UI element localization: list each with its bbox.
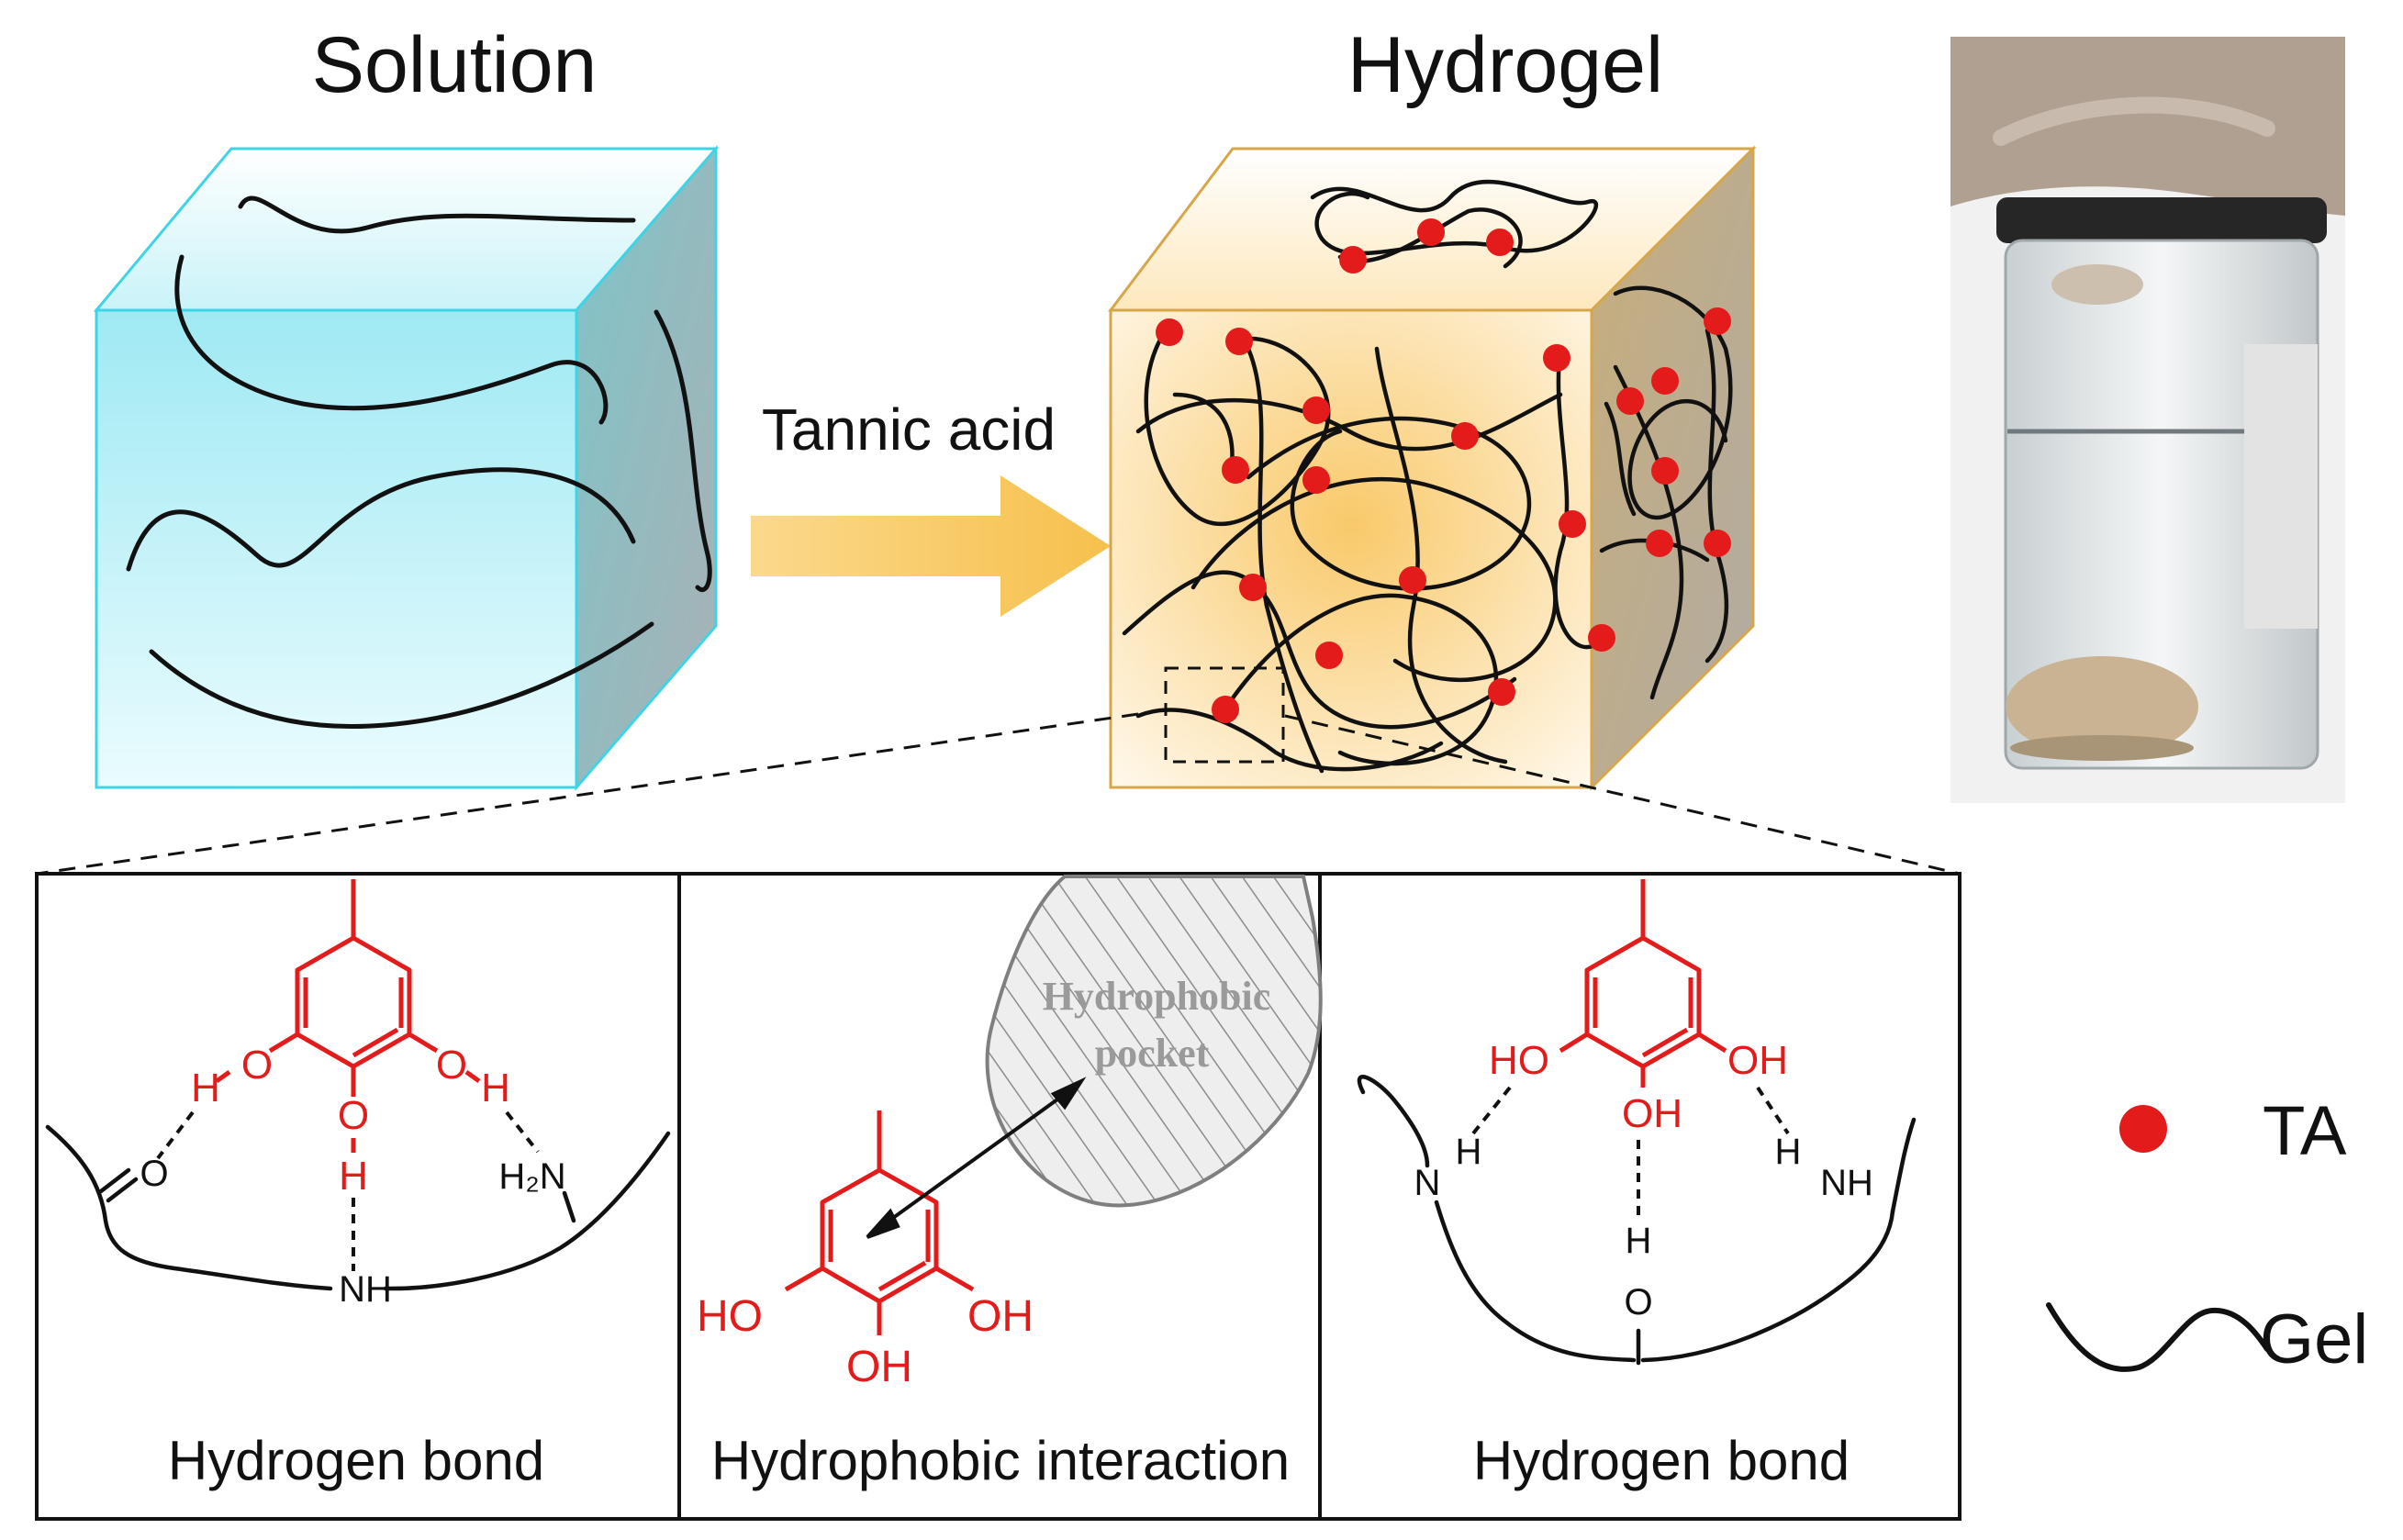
tannic-acid-label: Tannic acid	[762, 396, 1056, 463]
right-ta-ring	[1559, 879, 1727, 1088]
vial-photo-label	[2244, 344, 2318, 629]
right-oh-mid: OH	[1622, 1091, 1682, 1136]
middle-oh-bottom: OH	[846, 1343, 912, 1391]
right-h-left: H	[1456, 1132, 1482, 1172]
middle-ho: HO	[697, 1292, 763, 1341]
interaction-panels	[35, 872, 1962, 1521]
left-h2: H	[481, 1066, 510, 1110]
pocket-label-line1: Hydrophobic	[1043, 974, 1271, 1019]
solution-cube	[93, 144, 720, 792]
panel-middle-hydrophobic: Hydrophobic pocket HO OH OH Hydrophobic …	[697, 875, 1323, 1491]
legend-ta-label: TA	[2263, 1092, 2347, 1170]
vial-photo-cap	[1996, 197, 2327, 243]
solution-title: Solution	[312, 21, 598, 109]
hydrogel-title: Hydrogel	[1347, 21, 1663, 109]
zoom-selection-box	[1164, 666, 1285, 764]
right-ho: HO	[1489, 1038, 1549, 1083]
left-h3: H	[339, 1154, 368, 1199]
right-caption: Hydrogen bond	[1473, 1430, 1850, 1491]
left-o1: O	[241, 1043, 273, 1088]
left-o2: O	[436, 1043, 467, 1088]
left-caption: Hydrogen bond	[168, 1430, 544, 1491]
panel-right-hydrogen-bond: HO OH OH N H H NH H O Hydrogen bond	[1357, 879, 1917, 1491]
middle-ta-ring	[784, 1110, 975, 1335]
interaction-arrow	[866, 1077, 1087, 1239]
left-h1: H	[191, 1066, 220, 1110]
pocket-label-line2: pocket	[1095, 1031, 1210, 1076]
vial-photo	[1950, 37, 2345, 803]
right-hbond-dashes	[1471, 1086, 1790, 1221]
vial-photo-finger	[1950, 37, 2345, 216]
right-h-right: H	[1775, 1132, 1802, 1172]
solution-cube-front	[95, 308, 578, 789]
hydrophobic-pocket-shape	[985, 875, 1323, 1208]
left-nh: NH	[339, 1269, 392, 1310]
legend-gel-label: Gel	[2260, 1300, 2368, 1378]
vial-photo-gel-piece	[2006, 656, 2198, 757]
right-oh-right: OH	[1727, 1038, 1788, 1083]
hydrogel-cube-front	[1109, 308, 1593, 789]
zoom-line-left	[36, 712, 1139, 876]
left-h2n: H₂N	[498, 1156, 565, 1197]
left-o3: O	[338, 1093, 369, 1138]
hydrogel-cube	[1107, 145, 1757, 791]
left-gel-chain	[45, 1124, 671, 1291]
middle-caption: Hydrophobic interaction	[711, 1430, 1290, 1491]
right-h-lower: H	[1626, 1221, 1652, 1261]
ta-crosslink-dots	[1156, 218, 1731, 723]
right-o-lower: O	[1624, 1282, 1652, 1322]
tannic-acid-arrow	[751, 475, 1111, 617]
legend-ta-marker	[2119, 1105, 2167, 1153]
solution-polymer-chains	[126, 195, 712, 730]
right-gel-chain	[1357, 1075, 1917, 1366]
middle-oh-right: OH	[967, 1292, 1034, 1341]
legend: TA Gel	[2046, 1092, 2368, 1378]
right-n-left: N	[1414, 1163, 1441, 1203]
hydrogel-polymer-network	[1122, 179, 1733, 774]
panel-frame	[35, 872, 1962, 1521]
panel-left-hydrogen-bond: O O O H H H O H₂N NH Hydrogen bond	[45, 879, 671, 1491]
vial-photo-stuck-gel	[2051, 264, 2143, 305]
left-ta-ring	[215, 879, 481, 1153]
left-carbonyl-o: O	[140, 1154, 168, 1194]
legend-gel-marker	[2046, 1302, 2270, 1372]
zoom-line-right	[1284, 714, 1961, 876]
left-hbond-dashes	[156, 1110, 540, 1271]
right-nh-right: NH	[1820, 1163, 1873, 1203]
